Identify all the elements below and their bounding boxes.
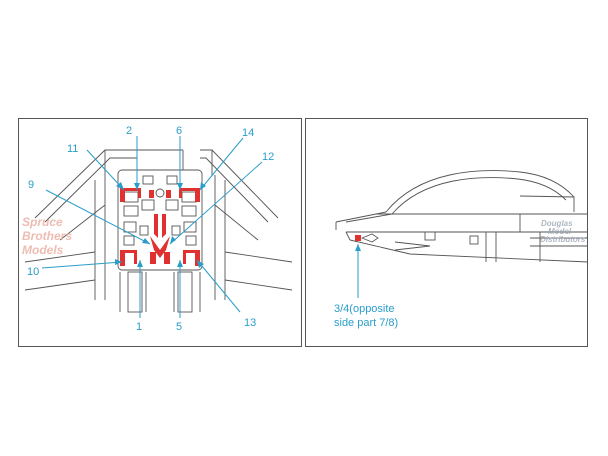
watermark-right-line2: Model	[548, 227, 572, 236]
canopy-side-view-panel	[305, 118, 588, 347]
callout-leaders-left	[41, 136, 263, 318]
callout-label-3-4-line1: 3/4(opposite	[334, 303, 395, 315]
callout-label-11: 11	[67, 143, 78, 155]
callout-label-2: 2	[126, 125, 132, 137]
callout-arrowheads-right	[355, 244, 361, 251]
watermark-left: Spruce Brothers Models	[22, 215, 72, 257]
callout-label-12: 12	[262, 151, 274, 163]
watermark-left-line3: Models	[22, 243, 64, 257]
callout-label-3-4-line2: side part 7/8)	[334, 317, 398, 329]
cockpit-structure	[24, 149, 293, 313]
callout-label-6: 6	[176, 125, 182, 137]
callout-label-1: 1	[136, 321, 142, 333]
mask-markings-cockpit	[120, 188, 200, 266]
watermark-left-line2: Brothers	[22, 229, 72, 243]
callout-label-5: 5	[176, 321, 182, 333]
callout-label-14: 14	[242, 127, 254, 139]
watermark-right: Douglas Model Distributors	[540, 219, 586, 244]
callout-arrowheads-left	[115, 182, 206, 268]
callout-label-9: 9	[28, 179, 34, 191]
watermark-right-line3: Distributors	[540, 235, 586, 244]
fuselage-side-structure	[335, 170, 589, 263]
canopy-side-detail	[360, 233, 379, 243]
cockpit-front-view-panel	[18, 118, 302, 347]
watermark-left-line1: Spruce	[22, 215, 63, 229]
mask-markings-canopy	[355, 235, 361, 241]
callout-label-13: 13	[244, 317, 256, 329]
watermark-right-line1: Douglas	[541, 219, 573, 228]
callout-label-10: 10	[27, 266, 39, 278]
